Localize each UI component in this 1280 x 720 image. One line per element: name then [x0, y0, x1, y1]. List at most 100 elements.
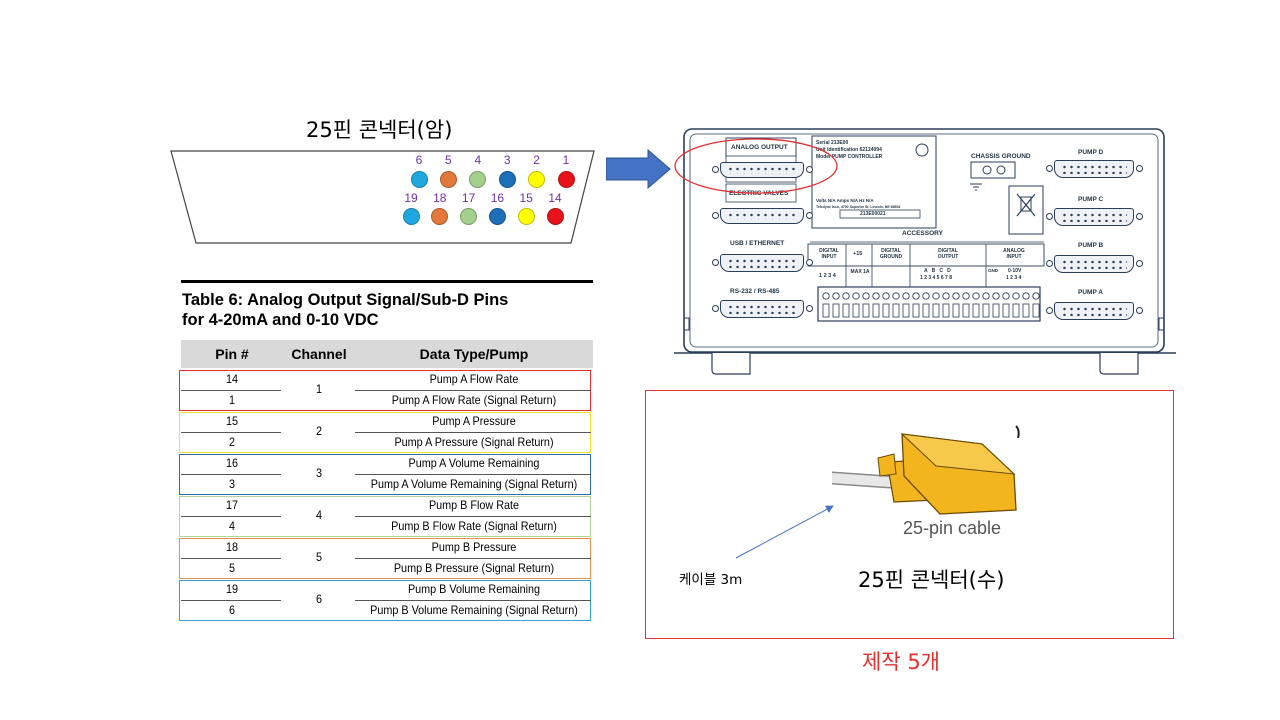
- rs232-port[interactable]: [720, 300, 804, 318]
- channel-cell: 1: [315, 382, 323, 396]
- terminal-slot: [872, 303, 880, 318]
- pin-number-17: 17: [461, 191, 476, 205]
- pin-number-14: 14: [548, 191, 562, 205]
- pin-dot-5: [439, 171, 457, 188]
- electric-valves-port[interactable]: [720, 208, 804, 224]
- pin-dot-6: [410, 171, 428, 188]
- male-connector-illustration: [832, 425, 1020, 515]
- pump-b-port[interactable]: [1054, 255, 1134, 273]
- terminal-slot: [1002, 303, 1010, 318]
- row-divider: [355, 474, 591, 475]
- pump-c-port[interactable]: [1054, 208, 1134, 226]
- terminal-slot: [862, 303, 870, 318]
- channel-cell: 4: [315, 508, 323, 522]
- terminal-screw: [872, 292, 880, 300]
- pin-dot-3: [498, 171, 516, 188]
- terminal-slot: [852, 303, 860, 318]
- male-connector-box: [645, 390, 1174, 639]
- pin-cell: 6: [228, 603, 236, 617]
- data-type-cell: Pump B Volume Remaining: [407, 582, 541, 596]
- terminal-screw: [842, 292, 850, 300]
- label-accessory: ACCESSORY: [902, 230, 943, 237]
- pin-dot-2: [528, 171, 546, 188]
- terminal-slot: [892, 303, 900, 318]
- label-maker: Teledyne Isco, 4700 Superior St. Lincoln…: [816, 205, 901, 209]
- header-data-type: Data Type/Pump: [419, 346, 529, 362]
- row-divider: [181, 516, 281, 517]
- pin-number-1: 1: [562, 153, 570, 167]
- cable-label: 25-pin cable: [903, 518, 1002, 538]
- header-channel: Channel: [291, 346, 347, 362]
- table-header-row: [181, 340, 593, 368]
- pin-cell: 15: [225, 414, 239, 428]
- pin-number-18: 18: [433, 191, 447, 205]
- data-type-cell: Pump B Flow Rate: [428, 498, 520, 512]
- terminal-slot: [982, 303, 990, 318]
- label-usb-ethernet: USB / ETHERNET: [730, 240, 785, 247]
- pin-cell: 14: [225, 372, 239, 386]
- channel-cell: 6: [315, 592, 323, 606]
- pin-cell: 5: [228, 561, 236, 575]
- pin-dot-18: [431, 208, 449, 225]
- pin-cell: 18: [225, 540, 239, 554]
- label-digital-input: DIGITAL INPUT: [819, 248, 839, 260]
- label-analog-input: ANALOG INPUT: [1003, 248, 1025, 260]
- table-title-line1: Table 6: Analog Output Signal/Sub-D Pins: [182, 291, 509, 309]
- terminal-slot: [832, 303, 840, 318]
- data-type-cell: Pump A Pressure: [432, 414, 516, 428]
- row-divider: [355, 432, 591, 433]
- terminal-screw: [882, 292, 890, 300]
- pin-cell: 1: [228, 393, 236, 407]
- terminal-screw: [1012, 292, 1020, 300]
- terminal-slot: [972, 303, 980, 318]
- terminal-screw: [1032, 292, 1040, 300]
- label-model: Model PUMP CONTROLLER: [816, 154, 883, 160]
- pin-dot-17: [460, 208, 478, 225]
- pin-cell: 17: [225, 498, 239, 512]
- label-analog-output: ANALOG OUTPUT: [731, 144, 788, 151]
- label-pump-c: PUMP C: [1078, 196, 1104, 203]
- data-type-cell: Pump A Volume Remaining (Signal Return): [370, 477, 578, 491]
- data-type-cell: Pump A Flow Rate (Signal Return): [391, 393, 557, 407]
- female-connector-title: 25핀 콘넥터(암): [306, 118, 453, 142]
- terminal-screw: [862, 292, 870, 300]
- controller-rear-panel: ANALOG OUTPUT ELECTRIC VALVES USB / ETHE…: [670, 120, 1180, 380]
- pin-dot-4: [469, 171, 487, 188]
- pump-a-port[interactable]: [1054, 302, 1134, 320]
- terminal-slot: [822, 303, 830, 318]
- terminal-screw: [902, 292, 910, 300]
- pin-dot-15: [517, 208, 535, 225]
- usb-ethernet-port[interactable]: [720, 254, 804, 272]
- label-serial-box: 213E00021: [860, 211, 886, 217]
- label-gnd: GND: [988, 268, 998, 273]
- row-divider: [181, 474, 281, 475]
- label-plus15: +15: [853, 251, 863, 257]
- label-serial: Serial 213E00: [816, 140, 849, 146]
- terminal-slot: [1022, 303, 1030, 318]
- label-pump-b: PUMP B: [1078, 242, 1104, 249]
- row-divider: [355, 390, 591, 391]
- cable-length-label: 케이블 3m: [679, 572, 743, 588]
- pin-number-5: 5: [445, 153, 452, 167]
- pin-dot-19: [402, 208, 420, 225]
- analog-output-port[interactable]: [720, 162, 804, 178]
- terminal-slot: [932, 303, 940, 318]
- terminal-screw: [832, 292, 840, 300]
- terminal-slot: [1032, 303, 1040, 318]
- female-connector-shell: [170, 150, 595, 244]
- label-analog-pins: 1 2 3 4: [1006, 275, 1022, 281]
- terminal-slot: [922, 303, 930, 318]
- terminal-screw: [922, 292, 930, 300]
- channel-cell: 3: [315, 466, 323, 480]
- pump-d-port[interactable]: [1054, 160, 1134, 178]
- analog-output-highlight: [674, 138, 838, 194]
- terminal-slot: [912, 303, 920, 318]
- label-digital-output: DIGITAL OUTPUT: [937, 248, 959, 260]
- pin-cell: 3: [228, 477, 236, 491]
- label-chassis-ground: CHASSIS GROUND: [971, 153, 1031, 160]
- data-type-cell: Pump B Flow Rate (Signal Return): [391, 519, 557, 533]
- quantity-note: 제작 5개: [862, 650, 940, 674]
- terminal-screw: [992, 292, 1000, 300]
- data-type-cell: Pump B Pressure: [431, 540, 517, 554]
- terminal-slot: [952, 303, 960, 318]
